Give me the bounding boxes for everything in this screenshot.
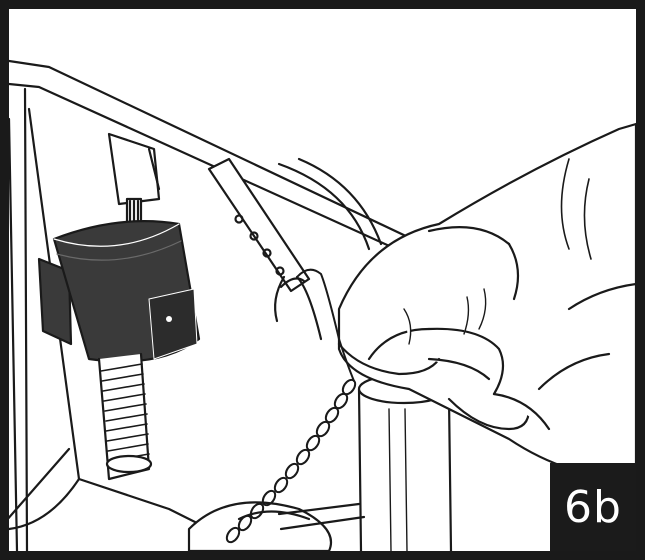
step-label: 6b: [550, 463, 636, 551]
toilet-repair-illustration: [9, 9, 636, 551]
flapper-icon: [189, 502, 364, 551]
float-valve-icon: [39, 221, 199, 479]
flush-lever-arm-icon: [209, 159, 321, 339]
hand-glove-icon: [339, 124, 636, 479]
